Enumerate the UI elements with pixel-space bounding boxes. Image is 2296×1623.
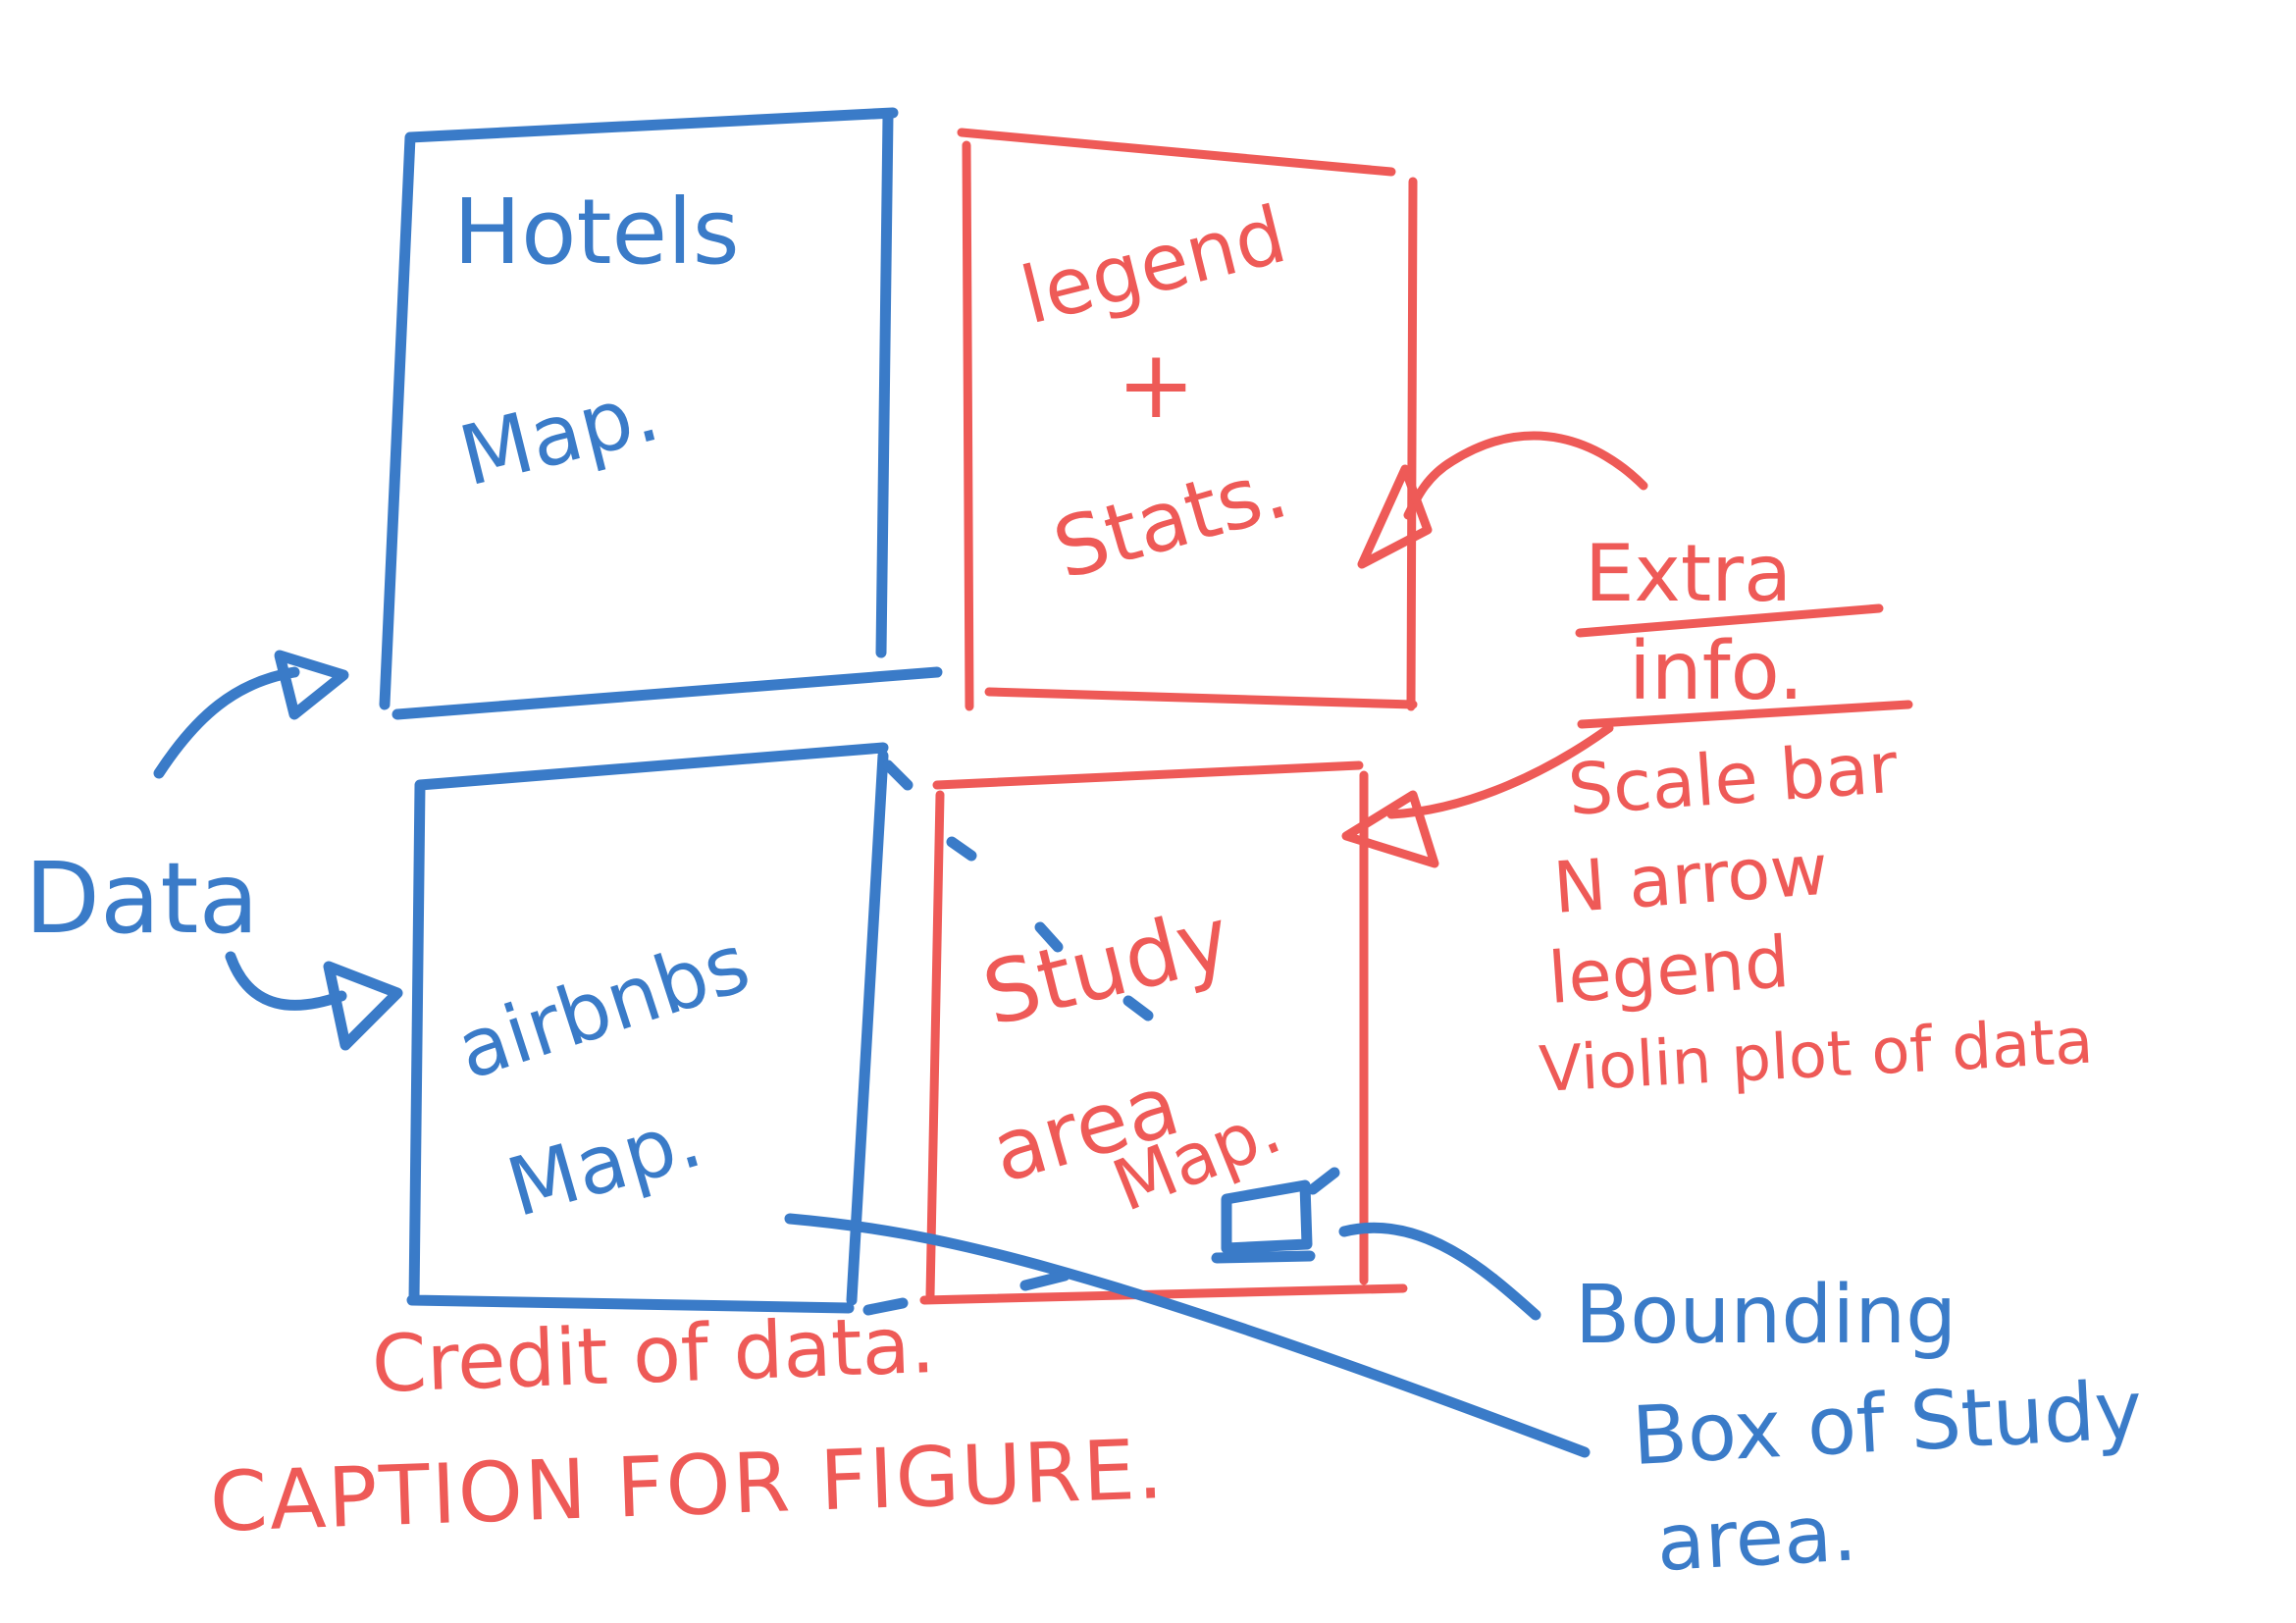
extra-info-subtitle: info. [1629, 625, 1803, 718]
data-callout: Data [25, 650, 403, 1051]
extra-info-divider-2 [1577, 700, 1913, 729]
study-area-map-frame [919, 760, 1408, 1305]
extra-info-title: Extra [1585, 528, 1792, 619]
data-arrow-down [225, 951, 347, 1011]
hotels-map-panel: Hotels Map. [379, 107, 943, 720]
bounding-box-inset [1211, 1167, 1340, 1264]
bounding-cross-line [862, 759, 1154, 1316]
airbnbs-panel-subtitle: Map. [497, 1092, 711, 1235]
airbnbs-panel-title: airbnbs [446, 916, 760, 1098]
extra-info-arrow-study-head [1341, 790, 1439, 868]
study-area-map-panel: Study area Map. [919, 760, 1408, 1305]
extra-info-item-3: legend [1545, 920, 1792, 1020]
legend-stats-panel: legend + Stats. [957, 128, 1418, 711]
bounding-label-line-3: area. [1654, 1487, 1858, 1589]
credit-of-data: Credit of data. [370, 1299, 936, 1410]
figure-footer: Credit of data. CAPTION FOR FIGURE. [208, 1299, 1167, 1550]
hotels-map-frame [379, 107, 943, 720]
extra-info-divider-1 [1575, 603, 1884, 638]
data-arrow-up [153, 666, 300, 779]
legend-panel-line-3: Stats. [1044, 441, 1298, 599]
legend-stats-frame [957, 128, 1418, 711]
bounding-label-line-2: Box of Study [1630, 1364, 2145, 1484]
extra-info-item-1: Scale bar [1565, 726, 1900, 831]
extra-info-callout: Extra info. Scale bar N arrow legend Vio… [1341, 431, 2095, 1107]
hotels-panel-title: Hotels [453, 180, 740, 285]
extra-info-arrow-legend-head [1357, 464, 1433, 569]
figure-caption: CAPTION FOR FIGURE. [208, 1421, 1167, 1550]
extra-info-item-4: Violin plot of data [1538, 1006, 2095, 1107]
extra-info-arrow-legend [1403, 431, 1648, 520]
bounding-leader-line [1338, 1222, 1541, 1321]
hotels-panel-subtitle: Map. [450, 363, 668, 504]
data-label: Data [25, 841, 259, 956]
study-panel-line-1: Study [973, 887, 1239, 1045]
bounding-label-line-1: Bounding [1575, 1269, 1957, 1362]
extra-info-item-2: N arrow [1550, 828, 1830, 929]
airbnbs-map-frame [406, 742, 889, 1314]
legend-panel-line-1: legend [1013, 188, 1294, 341]
legend-panel-line-2: + [1117, 330, 1195, 440]
data-arrow-up-head [274, 650, 349, 720]
bounding-long-leader-line [784, 1213, 1591, 1458]
data-arrow-down-head [323, 961, 403, 1051]
